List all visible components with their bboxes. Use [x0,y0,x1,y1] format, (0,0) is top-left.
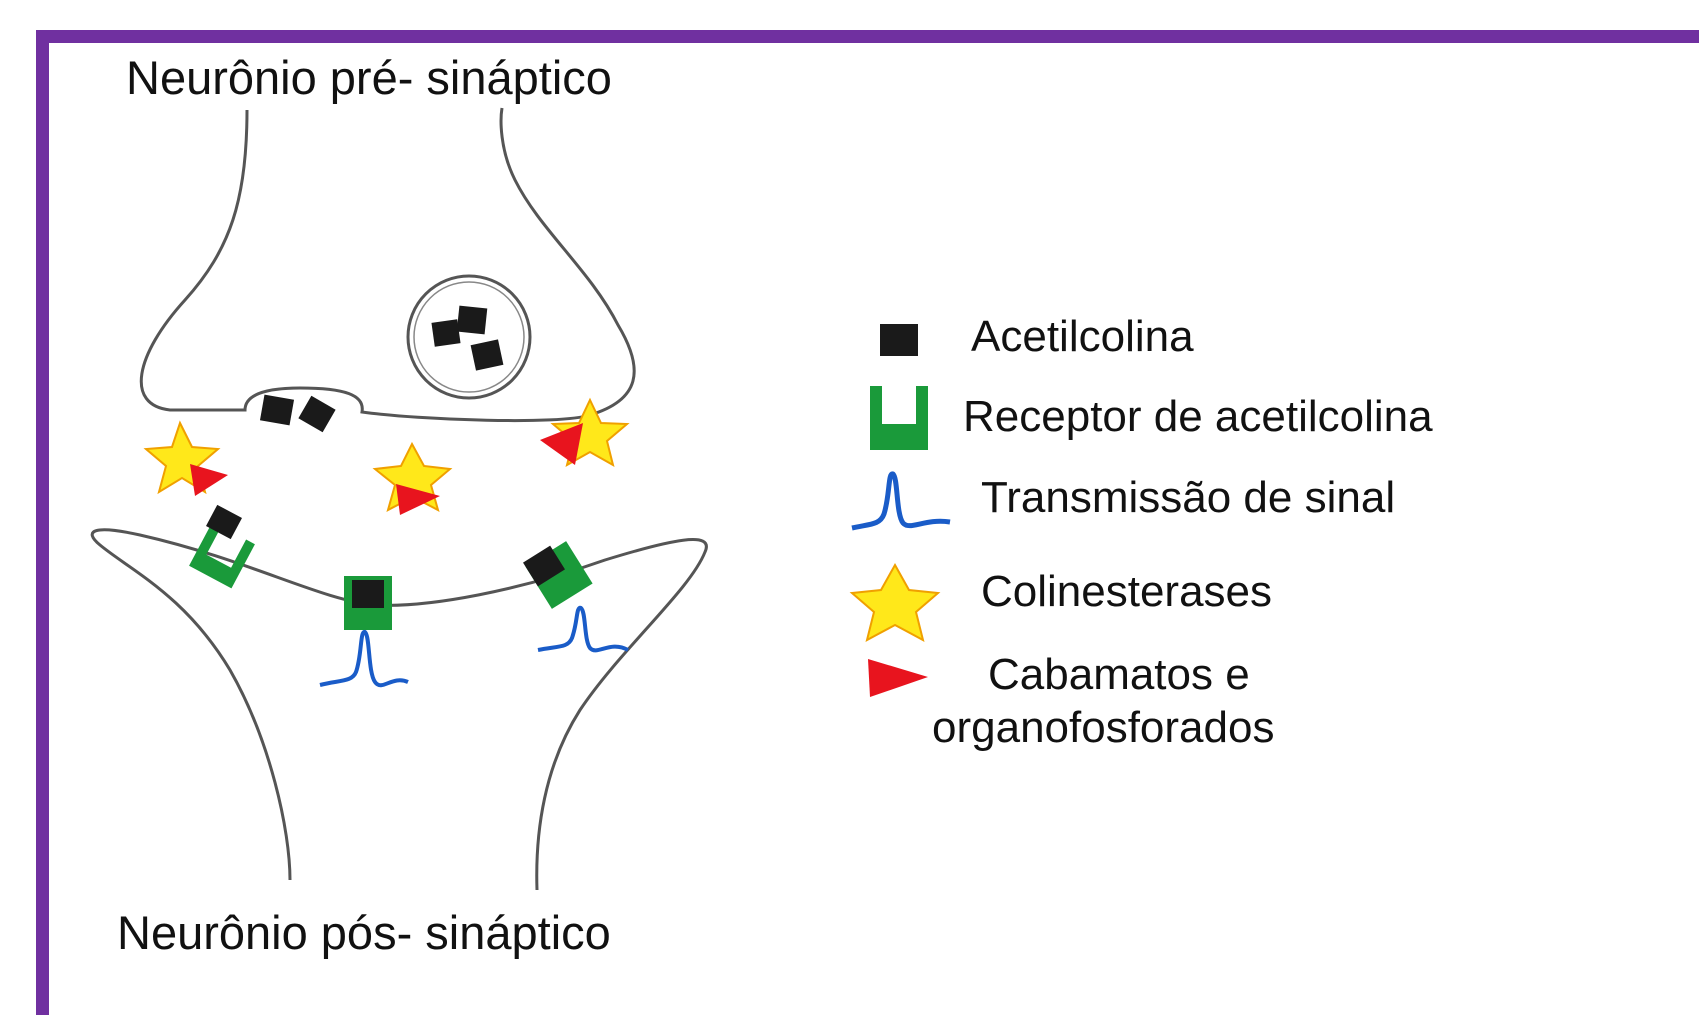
inhibitor-triangle [396,484,440,515]
presynaptic-membrane [139,107,636,423]
acetylcholine-molecule [206,504,242,540]
legend-signal-icon [851,471,951,531]
vesicle [406,274,532,400]
acetylcholine-molecule [298,395,336,433]
legend-inhibitor-label-line2: organofosforados [932,703,1275,752]
legend-acetylcholine-label: Acetilcolina [971,312,1194,361]
vesicle-inner-ring [413,281,525,393]
acetylcholine-molecule [431,319,461,347]
inhibitor-triangle [190,464,228,496]
legend-receptor-label: Receptor de acetilcolina [963,392,1433,441]
legend-signal-label: Transmissão de sinal [981,473,1396,522]
legend-cholinesterase-icon [849,562,941,642]
legend-acetylcholine-icon [880,324,918,356]
legend-cholinesterase-label: Colinesterases [981,567,1273,616]
acetylcholine-molecule [352,580,384,608]
signal-wave [537,605,629,653]
legend-inhibitor-label-line1: Cabamatos e [988,650,1250,699]
acetylcholine-molecule [456,305,488,335]
receptor-left [189,521,255,589]
acetylcholine-molecule [470,339,504,371]
acetylcholine-molecule [259,394,295,426]
presynaptic-neuron-label: Neurônio pré- sináptico [126,51,612,104]
postsynaptic-membrane [90,528,708,891]
legend-inhibitor-icon [868,659,928,697]
inhibitor-triangle [540,423,583,465]
acetylcholine-molecule [523,545,565,587]
postsynaptic-neuron-label: Neurônio pós- sináptico [117,906,611,959]
legend-receptor-icon [870,386,928,450]
signal-wave [319,629,409,688]
